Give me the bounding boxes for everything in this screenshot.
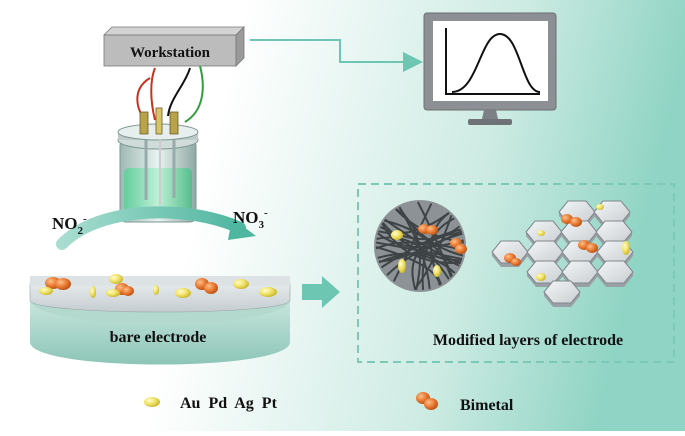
fiber-strand	[375, 241, 463, 260]
bimetal-particle	[561, 214, 582, 227]
fiber-strand	[378, 212, 450, 235]
reaction-arrow-head	[228, 218, 256, 240]
electrochemical-cell-icon	[117, 107, 199, 223]
legend-bimetal-icon	[416, 392, 438, 410]
signal-arrow	[250, 39, 423, 72]
metal-particle	[175, 288, 191, 298]
metal-particle	[109, 274, 123, 284]
bimetal-particle	[578, 240, 598, 253]
fiber-strand	[379, 225, 461, 241]
workstation-label: Workstation	[130, 45, 211, 61]
workstation-box: Workstation	[103, 26, 245, 67]
metal-particle	[153, 285, 159, 295]
fiber-strand	[398, 206, 431, 289]
voltammetry-peak-curve	[451, 32, 541, 93]
reactant-formula: NO2-	[52, 213, 87, 237]
fiber-network-icon	[374, 200, 467, 292]
metal-particle	[536, 273, 546, 281]
green-wire	[184, 65, 204, 123]
metal-particle	[622, 241, 630, 255]
electrode-particles	[39, 274, 277, 298]
monitor-icon	[423, 12, 557, 125]
hexagon-cell	[596, 260, 634, 284]
metal-particle	[537, 230, 545, 236]
reaction-arc	[56, 206, 246, 250]
bimetal-particle	[450, 238, 467, 254]
bare-electrode-label: bare electrode	[110, 329, 207, 346]
bare-electrode: bare electrode	[29, 276, 291, 365]
fiber-strand	[411, 231, 462, 291]
bimetal-particle	[418, 224, 438, 235]
metal-particle	[398, 259, 406, 273]
lattice-particles	[504, 204, 630, 281]
modified-layers-panel	[357, 183, 675, 363]
metal-particle	[433, 265, 441, 277]
metal-particle	[596, 204, 604, 210]
bimetal-particle	[504, 253, 521, 266]
legend-metals-label: Au Pd Ag Pt	[180, 395, 278, 412]
bimetal-particle	[45, 277, 71, 290]
fiber-strand	[417, 201, 453, 278]
metal-particle	[259, 287, 277, 297]
legend-bimetal-label: Bimetal	[460, 397, 514, 414]
legend-metal-icon	[144, 397, 160, 407]
modification-arrow	[302, 276, 340, 308]
product-formula: NO3-	[233, 207, 268, 231]
hexagon-cell	[543, 280, 581, 304]
metal-particle	[391, 230, 403, 240]
fiber-strand	[376, 236, 450, 280]
modified-layers-label: Modified layers of electrode	[433, 332, 623, 349]
bimetal-particle	[195, 278, 218, 294]
metal-particle	[106, 289, 120, 297]
metal-particle	[233, 279, 249, 289]
metal-particle	[90, 286, 96, 298]
legend: Au Pd Ag Pt Bimetal	[144, 392, 514, 414]
black-wire	[167, 67, 191, 117]
metal-particle	[39, 287, 53, 295]
